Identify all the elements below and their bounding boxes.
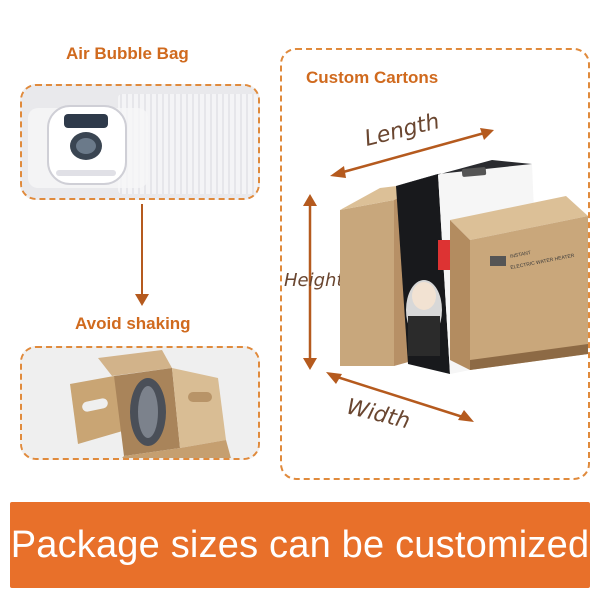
bubble-bag-photo xyxy=(20,84,260,200)
height-label: Height xyxy=(284,270,344,291)
bubble-bag-title: Air Bubble Bag xyxy=(66,44,189,63)
cartons-illustration xyxy=(340,160,588,374)
avoid-shaking-photo xyxy=(20,346,260,460)
customization-banner: Package sizes can be customized xyxy=(10,502,590,588)
avoid-shaking-title: Avoid shaking xyxy=(75,314,191,333)
open-carton-illustration xyxy=(22,348,258,458)
double-arrow-icon xyxy=(326,372,474,422)
bubble-bag-illustration xyxy=(22,86,258,198)
banner-text: Package sizes can be customized xyxy=(10,523,590,566)
double-arrow-icon xyxy=(330,128,494,178)
custom-cartons-title: Custom Cartons xyxy=(306,68,439,87)
arrow-down-icon xyxy=(135,204,149,306)
double-arrow-icon xyxy=(303,194,317,370)
